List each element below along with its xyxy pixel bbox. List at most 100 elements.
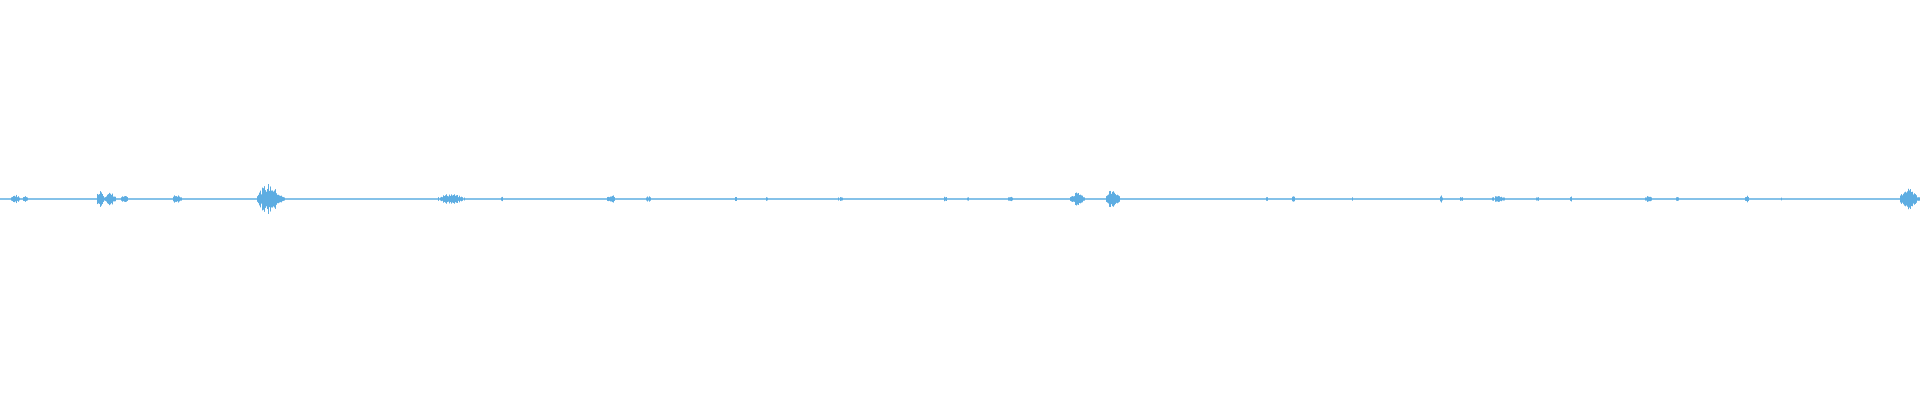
waveform-bar [447,195,448,203]
waveform-bar [259,192,260,206]
waveform-bar [110,193,111,205]
waveform-bar [1496,196,1497,202]
waveform-bar [1909,190,1910,208]
waveform-bar [107,194,108,204]
waveform-bar [1677,197,1678,201]
waveform-bar [270,186,271,212]
waveform-bar [1076,192,1077,206]
waveform-bar [1460,197,1461,201]
waveform-bar [284,197,285,201]
waveform-bar [1910,189,1911,209]
waveform-bar [23,197,24,201]
waveform-bar [647,196,648,202]
waveform-bar [650,197,651,201]
waveform-bar [1647,196,1648,202]
waveform-bar [121,197,122,201]
waveform-bar [946,197,947,201]
waveform-bar [278,194,279,204]
waveform-bar [127,197,128,201]
waveform-bar [265,190,266,208]
waveform-bar [1498,196,1499,202]
waveform-bar [114,196,115,202]
waveform-bar [24,196,25,202]
waveform-bar [1292,196,1293,202]
waveform-bar [260,190,261,208]
waveform-bar [1676,197,1677,201]
waveform-bar [257,196,258,202]
waveform-bar [462,197,463,201]
waveform-bar [1267,197,1268,201]
waveform-bar [1645,197,1646,201]
waveform-bar [1503,197,1504,201]
waveform-bar [1266,197,1267,201]
waveform-bar [1081,195,1082,203]
waveform-bar [1011,196,1012,202]
waveform-bar [460,197,461,201]
waveform-bar [842,197,843,201]
waveform-bar [1109,191,1110,207]
waveform-bar [13,196,14,202]
waveform-bar [266,191,267,207]
waveform-bar [1108,194,1109,204]
waveform-bar [1497,196,1498,202]
waveform-bar [452,195,453,203]
waveform-bar [607,197,608,201]
waveform-bar [1781,197,1782,201]
waveform-bar [446,194,447,204]
waveform-bar [1648,196,1649,202]
waveform-bar [1651,197,1652,201]
waveform-bar [111,194,112,204]
waveform-bar [272,190,273,208]
waveform-bar [442,197,443,201]
waveform-bar [841,197,842,201]
waveform-bar [275,189,276,209]
waveform-bar [1746,196,1747,202]
waveform-bar [1900,195,1901,203]
waveform-bar [274,190,275,208]
waveform-bar [25,196,26,202]
waveform-bar [968,197,969,201]
waveform-bar [268,184,269,214]
waveform-bar [1083,197,1084,201]
waveform-bar [1079,194,1080,204]
waveform-bar [97,193,98,205]
waveform-bar [1499,196,1500,202]
waveform-bar [1571,196,1572,202]
waveform-bar [108,194,109,204]
waveform-bar [1080,194,1081,204]
waveform-bar [122,196,123,202]
waveform-bar [1293,196,1294,202]
waveform-bar [281,195,282,203]
waveform-bar [1493,197,1494,201]
waveform-bar [126,196,127,202]
waveform-bar [267,188,268,210]
waveform-bar [1649,196,1650,202]
waveform-bar [14,195,15,203]
waveform-bar [280,195,281,203]
waveform-bar [610,196,611,202]
waveform-bar [735,197,736,201]
waveform-bar [1106,196,1107,202]
waveform-bar [178,195,179,203]
waveform-bar [451,194,452,204]
waveform-bar [124,196,125,202]
waveform-bar [1747,195,1748,203]
waveform-bar [279,195,280,203]
waveform-bar [277,194,278,204]
waveform-bar [1570,197,1571,201]
waveform-bar [440,197,441,201]
waveform-bar [104,197,105,201]
waveform-bar [1492,197,1493,201]
waveform-bar [102,193,103,205]
waveform-bar [438,197,439,201]
waveform-bar [106,196,107,202]
waveform-bar [1500,197,1501,201]
waveform-bars [11,184,1920,214]
waveform-bar [1646,197,1647,201]
waveform-bar [1537,197,1538,201]
waveform-bar [611,196,612,202]
waveform-bar [1110,190,1111,208]
waveform-bar [176,196,177,202]
waveform-bar [262,187,263,211]
waveform-bar [967,197,968,201]
